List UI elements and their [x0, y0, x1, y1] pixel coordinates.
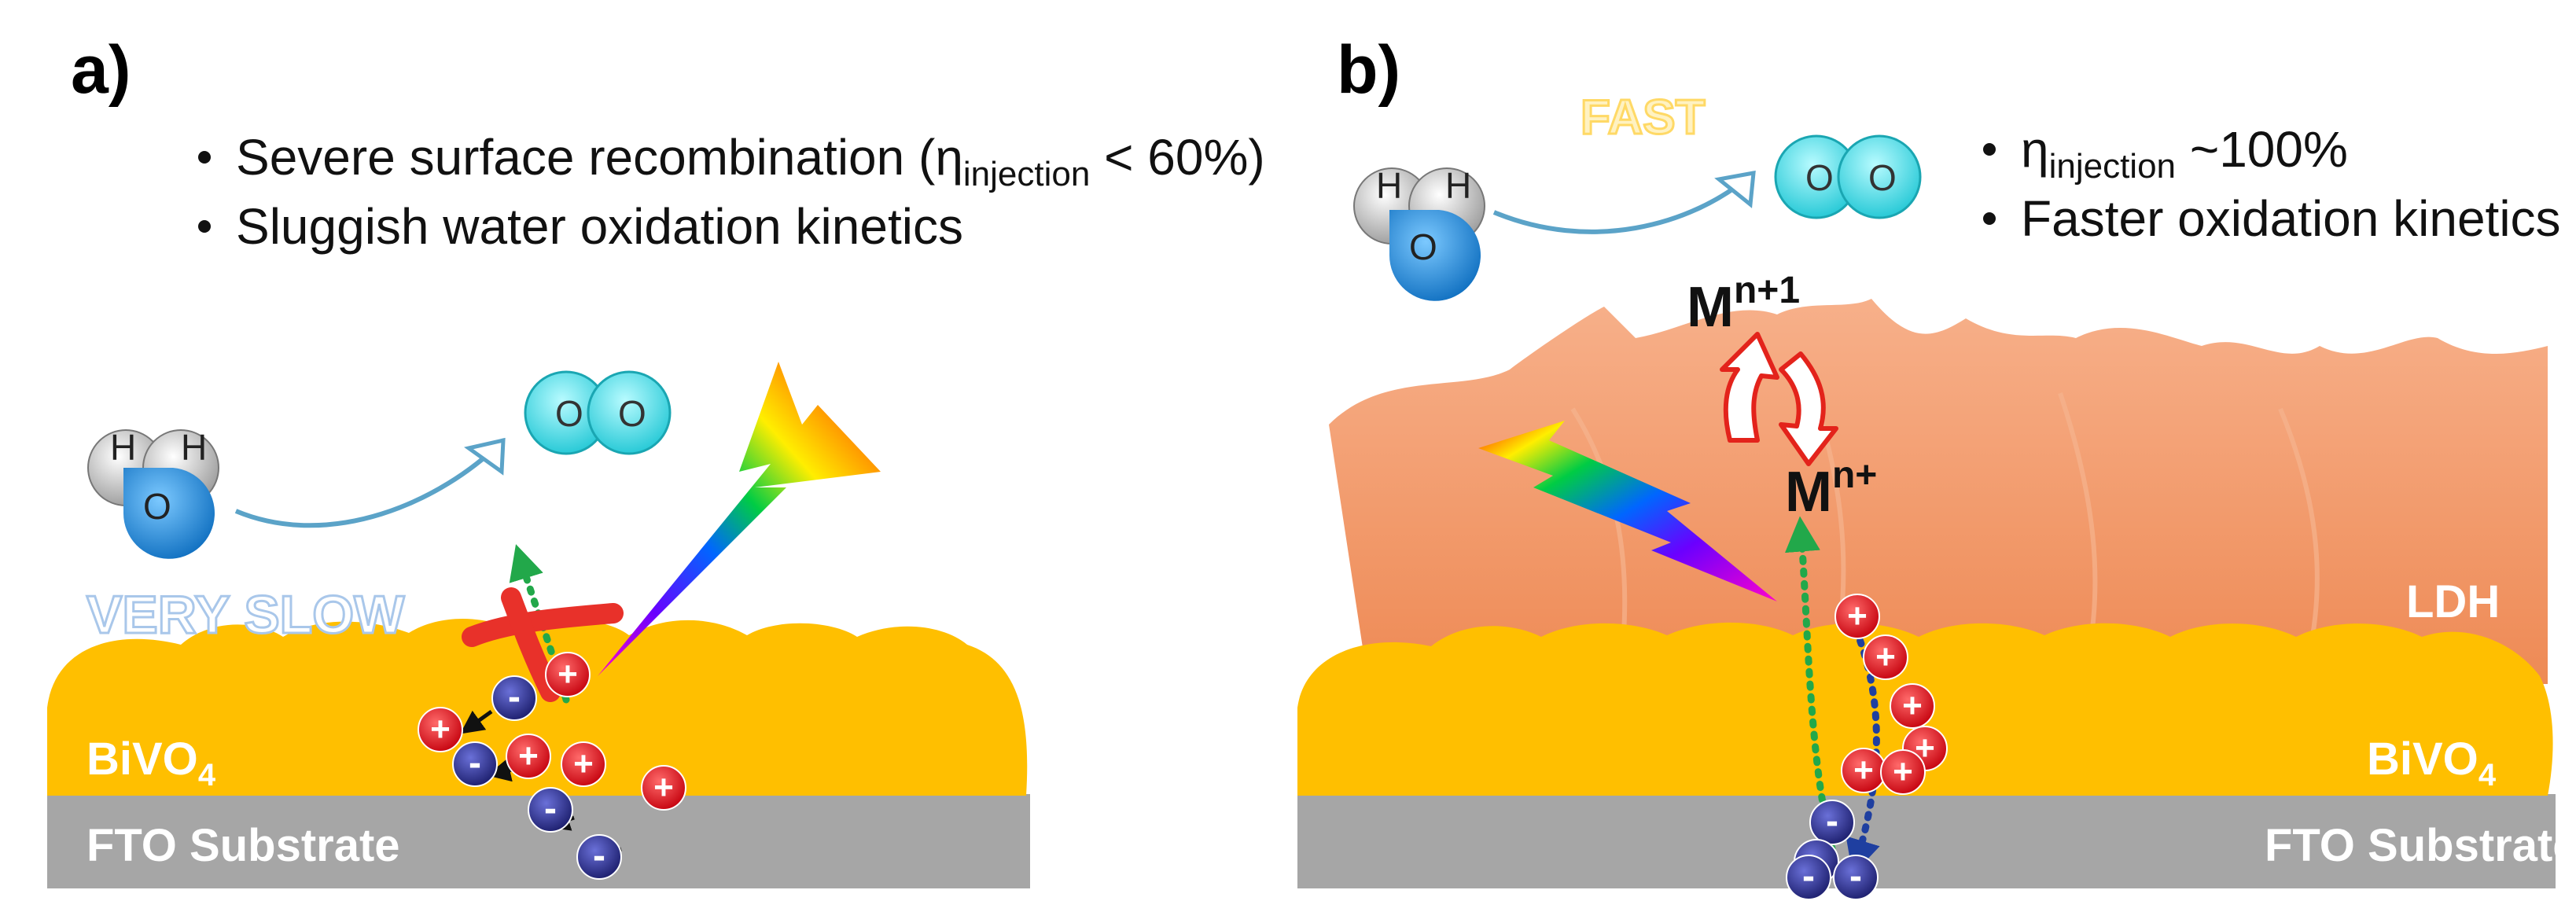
- svg-text:Severe surface recombination (: Severe surface recombination (ηinjection…: [236, 129, 1265, 193]
- panel-b-water-h-right: H: [1445, 165, 1471, 206]
- panel-b-fto-label: FTO Substrate: [2265, 820, 2576, 871]
- charge-markers: +++++++++++--------: [418, 594, 1948, 900]
- panel-a-water-molecule: H H O: [87, 427, 219, 559]
- electron-sign: -: [508, 676, 521, 718]
- panel-a-blocked-cross: [462, 587, 624, 702]
- electron-sign: -: [1849, 855, 1862, 897]
- panel-b-reaction-arrow: [1492, 171, 1755, 234]
- panel-b-redox-lower-sup: n+: [1832, 454, 1877, 496]
- panel-a-oxygen-o-right: O: [618, 393, 646, 434]
- electron-marker-2: -: [528, 787, 573, 833]
- hole-sign: +: [1893, 752, 1913, 791]
- panel-a-water-h-right: H: [181, 427, 207, 468]
- electron-marker-7: -: [1833, 855, 1879, 900]
- electron-marker-6: -: [1786, 855, 1831, 900]
- hole-sign: +: [430, 710, 451, 748]
- electron-sign: -: [544, 788, 557, 829]
- electron-sign: -: [593, 835, 605, 877]
- electron-marker-4: -: [1809, 800, 1855, 845]
- panel-b-bullet-1-sub: injection: [2049, 147, 2176, 186]
- hole-marker-5: +: [1834, 594, 1880, 639]
- panel-b-bullet-2-text: Faster oxidation kinetics: [2021, 190, 2561, 247]
- hole-marker-3: +: [561, 741, 606, 787]
- hole-sign: +: [1875, 638, 1896, 676]
- hole-sign: +: [1853, 751, 1874, 789]
- panel-b-redox-arrow-up: [1720, 332, 1779, 443]
- panel-b-water-molecule: H H O: [1353, 165, 1485, 301]
- panel-b-redox-upper: M: [1687, 276, 1734, 339]
- panel-a-bivo4-layer: [47, 618, 1028, 796]
- panel-b-water-o: O: [1409, 226, 1437, 267]
- hole-sign: +: [653, 768, 674, 807]
- panel-b-ldh-label: LDH: [2406, 576, 2500, 627]
- hole-sign: +: [573, 745, 594, 783]
- hole-sign: +: [518, 737, 539, 775]
- hole-sign: +: [1902, 686, 1923, 725]
- hole-marker-9: +: [1841, 748, 1886, 793]
- panel-a-fto-label: FTO Substrate: [86, 820, 400, 871]
- panel-a-bullet-2-text: Sluggish water oxidation kinetics: [236, 198, 963, 255]
- panel-a-bullet-1: Severe surface recombination (ηinjection…: [198, 129, 1265, 193]
- panel-a-light-bolt: [598, 362, 881, 676]
- panel-b-oxygen-o-left: O: [1805, 157, 1834, 198]
- panel-b-bivo4-sub: 4: [2478, 758, 2497, 793]
- electron-sign: -: [1826, 800, 1838, 842]
- hole-sign: +: [558, 655, 578, 693]
- panel-b-oxygen-molecule: O O: [1774, 134, 1922, 219]
- panel-b-water-h-left: H: [1376, 165, 1402, 206]
- panel-b-label: b): [1337, 32, 1400, 108]
- electron-marker-1: -: [452, 741, 498, 787]
- panel-b-ldh-layer: [1329, 299, 2548, 684]
- panel-a-water-o: O: [143, 486, 171, 527]
- panel-a-bullet-1-text: Severe surface recombination (η: [236, 129, 963, 186]
- panel-a-bivo4-label: BiVO: [86, 734, 198, 785]
- panel-b-oxygen-o-right: O: [1868, 157, 1897, 198]
- panel-b-bullet-2: Faster oxidation kinetics: [1983, 190, 2561, 247]
- hole-sign: +: [1847, 597, 1868, 635]
- panel-b-light-bolt: [1478, 421, 1777, 601]
- hole-marker-0: +: [545, 652, 591, 697]
- panel-a-label: a): [71, 32, 131, 108]
- electron-marker-3: -: [576, 834, 622, 880]
- electron-sign: -: [1802, 855, 1815, 897]
- panel-b-redox-arrow-down: [1779, 351, 1838, 466]
- hole-marker-6: +: [1863, 634, 1908, 680]
- panel-a-oxygen-molecule: O O: [524, 370, 672, 455]
- svg-text:BiVO4: BiVO4: [86, 734, 216, 793]
- panel-b-bullet-1-tail: ~100%: [2176, 121, 2348, 178]
- panel-b-redox-upper-sup: n+1: [1734, 270, 1800, 311]
- hole-marker-2: +: [506, 734, 551, 779]
- panel-a: a) Severe surface recombination (ηinject…: [47, 32, 1265, 888]
- panel-a-oxygen-o-left: O: [555, 393, 583, 434]
- panel-b-speed-label: FAST: [1581, 90, 1706, 145]
- electron-sign: -: [469, 742, 481, 784]
- electron-marker-0: -: [491, 675, 537, 721]
- panel-b-redox-lower: M: [1785, 461, 1832, 524]
- panel-b-bullet-1: ηinjection ~100%: [1983, 121, 2348, 186]
- panel-a-water-h-left: H: [110, 427, 136, 468]
- panel-a-bullet-1-tail: < 60%): [1090, 129, 1264, 186]
- panel-a-bivo4-sub: 4: [198, 758, 216, 793]
- svg-text:BiVO4: BiVO4: [2367, 734, 2497, 793]
- svg-text:ηinjection ~100%: ηinjection ~100%: [2021, 121, 2348, 186]
- panel-a-speed-label: VERY SLOW: [86, 585, 405, 645]
- panel-a-bullet-1-sub: injection: [963, 155, 1090, 193]
- hole-marker-1: +: [418, 707, 463, 752]
- hole-marker-7: +: [1890, 683, 1935, 729]
- svg-text:Mn+1: Mn+1: [1687, 270, 1800, 339]
- panel-a-reaction-arrow: [234, 438, 506, 528]
- svg-text:Mn+: Mn+: [1785, 454, 1877, 524]
- panel-b-bivo4-label: BiVO: [2367, 734, 2478, 785]
- panel-b-bullet-1-eta: η: [2021, 121, 2049, 178]
- hole-marker-10: +: [1880, 749, 1926, 795]
- panel-a-bullet-2: Sluggish water oxidation kinetics: [198, 198, 963, 255]
- hole-marker-4: +: [641, 765, 686, 811]
- panel-b-fto-layer: [1297, 794, 2556, 888]
